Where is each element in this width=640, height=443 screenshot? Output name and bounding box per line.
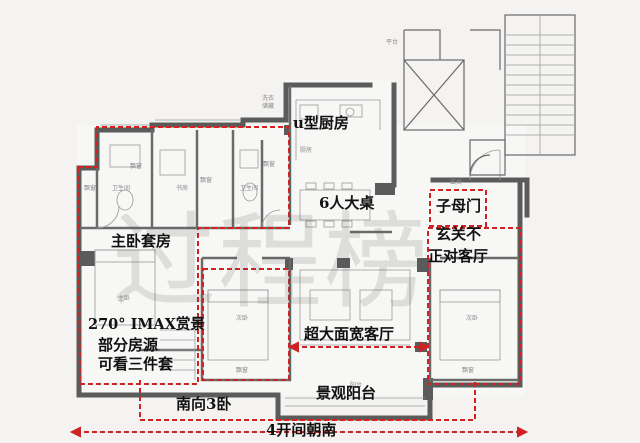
imax-annotation-line3: 可看三件套 xyxy=(98,355,174,373)
south-bedrooms-border xyxy=(139,380,476,421)
balcony-room-label: 阳台 xyxy=(350,382,363,389)
foyer-annotation-line2: 正对客厅 xyxy=(428,247,489,265)
window2-label: 飘窗 xyxy=(200,177,213,184)
window1-label: 飘窗 xyxy=(84,185,97,192)
foyer-annotation-line1: 玄关不 xyxy=(436,225,482,243)
master-room-label: 主卧 xyxy=(118,295,131,302)
window5-label: 飘窗 xyxy=(462,367,475,374)
stair-core xyxy=(403,14,576,176)
bedroom-3-border xyxy=(427,227,521,385)
window6-label: 飘窗 xyxy=(130,163,143,170)
four-bay-annotation: 4开间朝南 xyxy=(266,421,337,439)
living-width-arrow xyxy=(287,341,431,353)
foyer-room-label: 玄关 xyxy=(450,179,463,186)
annotation-borders xyxy=(76,126,521,421)
living-annotation: 超大面宽客厅 xyxy=(304,325,395,343)
master-annotation: 主卧套房 xyxy=(111,232,172,250)
detail-lines xyxy=(94,99,501,407)
bed2-room-label: 次卧 xyxy=(236,315,249,322)
door-border xyxy=(429,189,487,227)
bed3-room-label: 次卧 xyxy=(466,315,479,322)
study-room-label: 书房 xyxy=(176,185,189,192)
table-annotation: 6人大桌 xyxy=(319,194,375,212)
imax-annotation-line2: 部分房源 xyxy=(98,336,159,354)
master-suite-border xyxy=(76,126,290,385)
balcony-annotation: 景观阳台 xyxy=(316,384,377,402)
south-bedrooms-annotation: 南向3卧 xyxy=(176,395,232,413)
bottom-width-arrow xyxy=(69,426,529,438)
window4-label: 飘窗 xyxy=(236,367,249,374)
bedroom-2-border xyxy=(202,268,290,381)
bath2-room-label: 卫生间 xyxy=(240,185,259,192)
laundry-room-label: 洗衣 xyxy=(262,95,275,102)
platform-label: 平台 xyxy=(386,39,399,46)
door-annotation: 子母门 xyxy=(436,197,482,215)
window3-label: 飘窗 xyxy=(263,161,276,168)
storage-room-label: 储藏 xyxy=(262,103,275,110)
kitchen-room-label: 厨房 xyxy=(300,147,313,154)
imax-annotation-line1: 270° IMAX赏景 xyxy=(88,316,205,333)
floor-area-kitchen xyxy=(284,80,394,190)
plan-drawing xyxy=(69,14,576,438)
bath1-room-label: 卫生间 xyxy=(112,185,131,192)
kitchen-annotation: u型厨房 xyxy=(293,114,349,132)
